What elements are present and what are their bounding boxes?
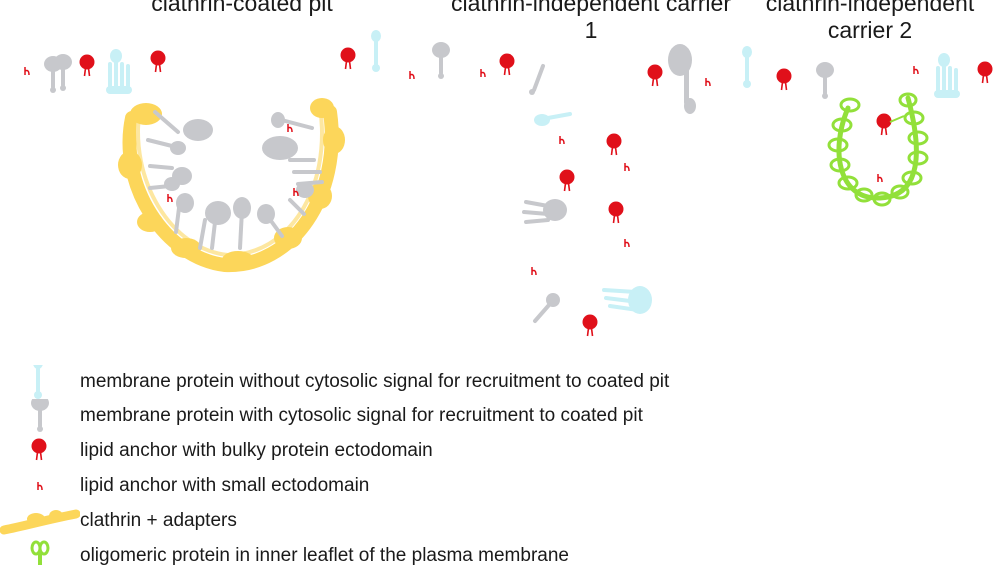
bulky-lipid-anchor-icon — [558, 168, 576, 192]
small-lipid-anchor-icon — [0, 469, 80, 503]
oligomeric-protein-icon — [0, 539, 80, 573]
cyan-membrane-protein-icon — [106, 49, 132, 94]
legend-label: lipid anchor with bulky protein ectodoma… — [80, 440, 433, 461]
bulky-lipid-anchor-icon — [605, 132, 623, 156]
bulky-lipid-anchor-icon — [0, 434, 80, 468]
small-lipid-anchor-icon — [705, 77, 711, 87]
bulky-lipid-anchor-icon — [775, 67, 793, 91]
small-lipid-anchor-icon — [24, 66, 30, 76]
legend-row-clathrin: clathrin + adapters — [0, 504, 237, 538]
clathrin-coated-pit — [118, 98, 345, 273]
gray-membrane-protein-icon — [532, 64, 545, 92]
surface-molecules — [24, 30, 994, 114]
bulky-lipid-anchor-icon — [78, 53, 96, 77]
gray-membrane-protein-icon — [54, 54, 72, 91]
gray-membrane-protein-icon — [668, 44, 696, 114]
legend-label: clathrin + adapters — [80, 510, 237, 531]
legend-row-oligomeric: oligomeric protein in inner leaflet of t… — [0, 539, 569, 573]
legend-row-small-anchor: lipid anchor with small ectodomain — [0, 469, 369, 503]
small-lipid-anchor-icon — [624, 162, 630, 172]
bulky-lipid-anchor-icon — [646, 63, 664, 87]
small-lipid-anchor-icon — [624, 238, 630, 248]
cyan-membrane-protein-icon — [742, 46, 752, 88]
bulky-lipid-anchor-icon — [875, 112, 893, 136]
title-carrier-1: clathrin-independent carrier 1 — [451, 0, 731, 43]
gray-membrane-protein-icon — [816, 62, 834, 99]
cyan-membrane-protein-icon — [371, 30, 381, 72]
title-carrier-2: clathrin-independent carrier 2 — [765, 0, 975, 43]
small-lipid-anchor-icon — [877, 173, 883, 183]
small-lipid-anchor-icon — [559, 135, 565, 145]
small-lipid-anchor-icon — [409, 70, 415, 80]
small-lipid-anchor-icon — [480, 68, 486, 78]
cyan-membrane-protein-icon — [0, 365, 80, 399]
legend-row-bulky-anchor: lipid anchor with bulky protein ectodoma… — [0, 434, 433, 468]
legend-label: oligomeric protein in inner leaflet of t… — [80, 545, 569, 566]
cyan-membrane-protein-icon — [602, 286, 652, 314]
legend-label: membrane protein without cytosolic signa… — [80, 371, 670, 392]
bulky-lipid-anchor-icon — [607, 200, 625, 224]
legend-label: lipid anchor with small ectodomain — [80, 475, 370, 496]
gray-membrane-protein-icon — [0, 399, 80, 433]
small-lipid-anchor-icon — [531, 266, 537, 276]
cyan-membrane-protein-icon — [534, 112, 572, 126]
legend-row-cyan-protein: membrane protein without cytosolic signa… — [0, 365, 669, 399]
clathrin-adapter-icon — [0, 504, 80, 538]
bulky-lipid-anchor-icon — [581, 313, 599, 337]
cyan-membrane-protein-icon — [934, 53, 960, 98]
title-clathrin-coated-pit: clathrin-coated pit — [151, 0, 333, 16]
bulky-lipid-anchor-icon — [498, 52, 516, 76]
bulky-lipid-anchor-icon — [339, 46, 357, 70]
bulky-lipid-anchor-icon — [976, 60, 994, 84]
legend-label: membrane protein with cytosolic signal f… — [80, 405, 643, 426]
clathrin-independent-carrier-2 — [827, 92, 929, 207]
small-lipid-anchor-icon — [287, 123, 293, 133]
clathrin-independent-carrier-1 — [522, 112, 652, 337]
bulky-lipid-anchor-icon — [149, 49, 167, 73]
legend-row-gray-protein: membrane protein with cytosolic signal f… — [0, 399, 643, 433]
gray-membrane-protein-icon — [432, 42, 450, 79]
gray-membrane-protein-icon — [533, 293, 560, 323]
small-lipid-anchor-icon — [167, 193, 173, 203]
gray-membrane-protein-icon — [522, 199, 567, 224]
small-lipid-anchor-icon — [913, 65, 919, 75]
